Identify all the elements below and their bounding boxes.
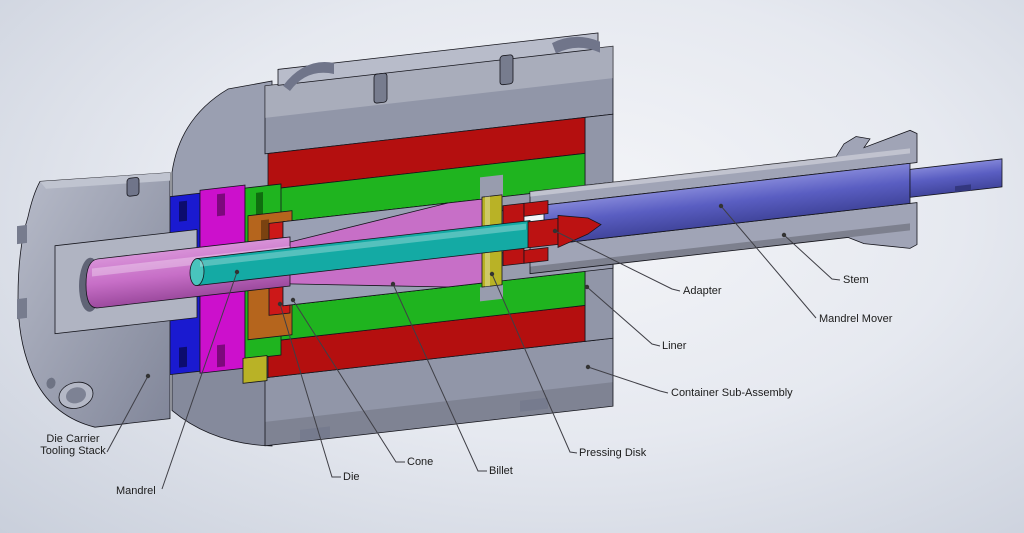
label-mandrel-mover: Mandrel Mover [819,313,893,325]
label-die: Die [343,471,360,483]
adapter-arm-top [523,200,549,217]
container-top-face-shading [265,46,613,118]
die-carrier-bolt-slot [126,177,140,197]
mandrel-end-cap [189,258,205,286]
label-adapter: Adapter [683,285,722,297]
stem-highlight [530,148,910,197]
container-right-wall-top [584,113,614,186]
leader-pressing-disk [491,273,578,454]
mandrel-mover-part [543,158,1003,246]
die-carrier-top-face [40,172,170,189]
cone-upper-wedge [282,202,449,245]
blue-ring-slot [179,200,187,222]
leader-dots [145,203,787,379]
leader-adapter [554,230,681,292]
leader-mandrel [161,271,238,490]
label-liner: Liner [662,340,687,352]
bore-wall-below-disk [480,284,503,302]
label-stem: Stem [843,274,869,286]
label-die-carrier-tooling-stack: Die Carrier Tooling Stack [40,433,106,457]
container-bolt-hole-1 [373,72,388,104]
magenta-ring-slot [217,193,225,217]
yellow-spacer [242,355,268,384]
green-ring-slot [256,192,263,215]
blue-ring-slot-bottom [179,346,187,368]
label-pressing-disk: Pressing Disk [579,447,647,459]
container-corner-notch-left [283,62,334,91]
leader-cone [292,299,405,463]
label-mandrel: Mandrel [116,485,156,497]
die-carrier-counterbore-hole [66,387,86,404]
leader-stem [783,234,841,281]
cone-lower-wedge [282,283,449,307]
leader-container [587,366,669,394]
leader-die-carrier [106,375,149,453]
container-part [264,32,614,447]
stem-part [529,129,918,275]
container-bottom-shading [265,382,613,446]
leader-die [279,303,341,478]
stem-lower-wall [529,202,918,275]
container-corner-notch-right [552,36,600,54]
adapter-center-block [527,217,559,249]
leader-liner [586,286,661,347]
container-left-top-face [171,80,273,205]
container-bottom-notch-1 [300,426,330,441]
die-carrier-small-hole [46,377,56,389]
mandrel-highlight [200,223,526,267]
label-cone: Cone [407,456,434,468]
cone-part [282,202,449,307]
bore-wall-above-disk [480,174,503,200]
container-bottom-notch-2 [520,397,548,412]
orange-ring-slot [261,219,269,241]
die-carrier-notch-2 [17,297,27,320]
magenta-ring-slot-bottom [217,344,225,368]
adapter-tip [557,215,602,249]
leader-lines [106,203,841,490]
assembly-3d [17,32,1003,447]
mandrel-mover-notch [955,184,971,193]
adapter-arm-bottom [523,247,549,264]
label-billet: Billet [489,465,513,477]
leader-mandrel-mover [720,205,817,319]
container-bolt-hole-2 [499,54,514,86]
label-container-sub-assembly: Container Sub-Assembly [671,387,793,399]
leader-billet [392,283,487,472]
adapter-nose [527,215,602,249]
mandrel-part [189,220,531,287]
stem-shadow [530,223,910,274]
container-right-wall-bottom [584,263,614,342]
die-carrier-notch-1 [17,224,27,245]
